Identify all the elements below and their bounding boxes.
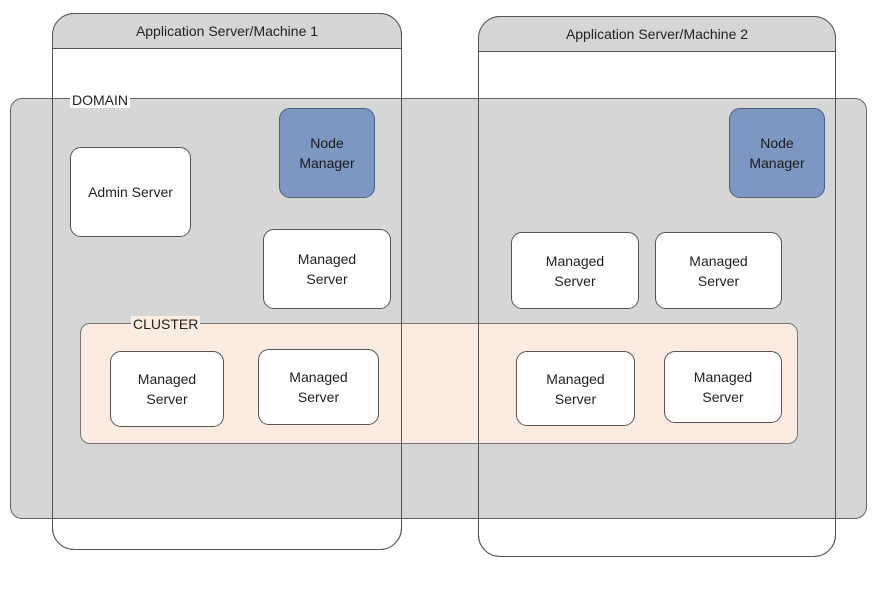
node-manager-1-line1: Node xyxy=(310,135,344,151)
machine-2-header: Application Server/Machine 2 xyxy=(479,17,835,52)
managed-server-5-line1: Managed xyxy=(289,369,348,385)
managed-server-5[interactable]: Managed Server xyxy=(258,349,379,425)
managed-server-5-line2: Server xyxy=(297,389,340,405)
node-manager-1[interactable]: Node Manager xyxy=(279,108,375,198)
managed-server-3-line1: Managed xyxy=(689,252,748,269)
node-manager-2-line2: Manager xyxy=(749,155,805,171)
admin-server-label: Admin Server xyxy=(88,184,173,200)
managed-server-2-line1: Managed xyxy=(545,252,605,269)
managed-server-4[interactable]: Managed Server xyxy=(110,351,224,427)
managed-server-1[interactable]: Managed Server xyxy=(263,229,391,309)
managed-server-1-line2: Server xyxy=(306,271,348,287)
managed-server-4-line1: Managed xyxy=(137,371,197,387)
managed-server-7-line1: Managed xyxy=(693,369,753,385)
node-manager-2-line1: Node xyxy=(760,135,794,151)
node-manager-2[interactable]: Node Manager xyxy=(729,108,825,198)
managed-server-6-line1: Managed xyxy=(546,370,605,387)
managed-server-7-line2: Server xyxy=(702,389,744,405)
machine-2-title: Application Server/Machine 2 xyxy=(565,26,749,42)
machine-1-title: Application Server/Machine 1 xyxy=(135,23,319,39)
domain-label: DOMAIN xyxy=(70,92,130,108)
node-manager-1-line2: Manager xyxy=(299,155,355,171)
managed-server-3[interactable]: Managed Server xyxy=(655,232,782,309)
cluster-label: CLUSTER xyxy=(131,316,201,332)
admin-server[interactable]: Admin Server xyxy=(70,147,191,237)
managed-server-6-line2: Server xyxy=(554,390,597,407)
managed-server-1-line1: Managed xyxy=(297,251,357,267)
managed-server-3-line2: Server xyxy=(697,272,740,289)
machine-1-header: Application Server/Machine 1 xyxy=(53,14,401,49)
managed-server-4-line2: Server xyxy=(146,391,188,407)
managed-server-2[interactable]: Managed Server xyxy=(511,232,639,309)
managed-server-6[interactable]: Managed Server xyxy=(516,351,635,426)
managed-server-7[interactable]: Managed Server xyxy=(664,351,782,423)
managed-server-2-line2: Server xyxy=(554,272,596,289)
